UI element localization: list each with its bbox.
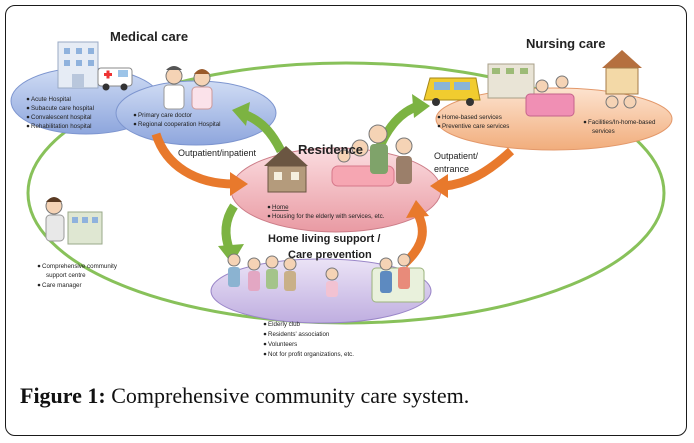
nursing-care-title: Nursing care bbox=[526, 36, 605, 51]
support-title: Home living support / bbox=[268, 233, 380, 245]
figure-caption: Figure 1: Comprehensive community care s… bbox=[20, 383, 680, 409]
home-care-house-illustration bbox=[602, 50, 642, 109]
hospital-illustration bbox=[57, 41, 99, 89]
arrow-residence-to-medical bbox=[242, 109, 286, 154]
ambulance-illustration bbox=[97, 67, 133, 91]
residence-list-item: Home bbox=[272, 204, 289, 211]
hospital-list-item: Convalescent hospital bbox=[31, 114, 92, 121]
family-illustration bbox=[331, 124, 413, 187]
outpatient-entrance-label: entrance bbox=[434, 164, 469, 174]
volunteers-illustration bbox=[371, 253, 425, 303]
doctor-list-item: Primary care doctor bbox=[138, 112, 192, 119]
hospital-list-item: Subacute care hospital bbox=[31, 105, 94, 112]
residence-house-illustration bbox=[264, 146, 308, 193]
nursing-list-item: Home-based services bbox=[442, 114, 502, 121]
arrow-medical-to-residence bbox=[151, 132, 235, 189]
figure-label: Figure 1: bbox=[20, 383, 106, 408]
arrow-head bbox=[218, 244, 244, 264]
centre-list-item: support centre bbox=[46, 272, 86, 279]
outpatient-entrance-label: Outpatient/ bbox=[434, 151, 479, 161]
doctor-nurse-illustration bbox=[163, 66, 213, 110]
residence-title: Residence bbox=[298, 142, 363, 157]
bath-care-illustration bbox=[525, 75, 575, 117]
facility-label: services bbox=[592, 128, 615, 135]
connection-ring bbox=[26, 61, 666, 325]
arrow-head bbox=[230, 172, 248, 196]
support-title: Care prevention bbox=[288, 249, 372, 261]
support-list-item: Residents' association bbox=[268, 331, 330, 338]
arrow-nursing-to-residence bbox=[443, 147, 515, 191]
centre-list-item: Care manager bbox=[42, 282, 82, 289]
arrow-head bbox=[430, 174, 448, 198]
arrow-head bbox=[412, 94, 430, 118]
care-system-diagram: Medical care Acute Hospital Subacute car… bbox=[10, 29, 673, 358]
hospital-list-item: Acute Hospital bbox=[31, 96, 71, 103]
centre-list-item: Comprehensive community bbox=[42, 263, 118, 270]
facility-label: Facilities/In-home-based bbox=[588, 119, 656, 126]
arrow-residence-to-support bbox=[221, 203, 238, 253]
doctor-list-item: Regional cooperation Hospital bbox=[138, 121, 221, 128]
hospital-list-item: Rehabilitation hospital bbox=[31, 123, 92, 130]
support-list-item: Elderly club bbox=[268, 321, 301, 328]
nursing-list-item: Preventive care services bbox=[442, 123, 509, 130]
arrow-head bbox=[232, 102, 250, 126]
residence-list-item: Housing for the elderly with services, e… bbox=[272, 213, 385, 220]
care-facility-illustration bbox=[487, 63, 535, 99]
medical-care-title: Medical care bbox=[110, 29, 188, 44]
elderly-group-illustration bbox=[227, 253, 339, 297]
support-list-item: Volunteers bbox=[268, 341, 297, 348]
support-list-item: Not for profit organizations, etc. bbox=[268, 351, 354, 358]
care-manager-illustration bbox=[45, 197, 103, 245]
outpatient-inpatient-label: Outpatient/inpatient bbox=[178, 148, 257, 158]
arrow-head bbox=[406, 200, 429, 218]
figure-caption-text: Comprehensive community care system. bbox=[111, 383, 470, 408]
van-illustration bbox=[423, 77, 481, 106]
bullet-points bbox=[26, 97, 587, 356]
